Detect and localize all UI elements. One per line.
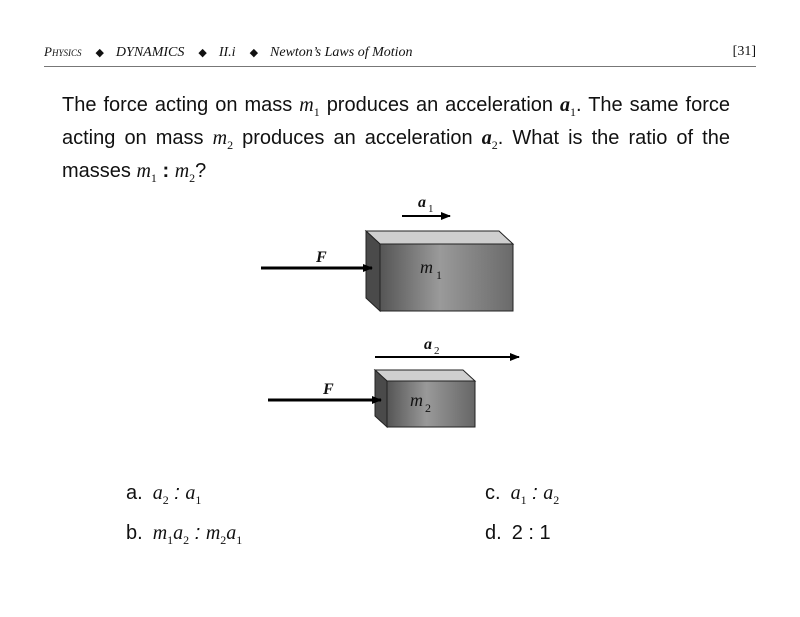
- expr-part: a: [185, 482, 196, 504]
- expr-part: a: [226, 522, 237, 544]
- symbol-m1: m: [299, 94, 314, 116]
- question-text-part: . What is the ratio of the masses: [62, 127, 730, 182]
- force-label-1: F: [315, 249, 327, 266]
- ratio-colon: :: [156, 160, 175, 182]
- choice-letter: a.: [126, 482, 143, 504]
- subscript: 1: [520, 493, 527, 507]
- subscript: 1: [195, 493, 202, 507]
- diamond-separator-icon: ◆: [95, 47, 104, 59]
- diamond-separator-icon: ◆: [198, 47, 207, 59]
- mass-label-m1: m: [420, 257, 433, 277]
- page-number: [31]: [732, 44, 756, 59]
- choice-expression: a1 : a2: [510, 482, 560, 507]
- topic-label: DYNAMICS: [115, 45, 185, 60]
- question-text-part: ?: [195, 160, 207, 182]
- question-text-part: . The same force acting on mass: [62, 94, 730, 149]
- choice-expression: m1a2 : m2a1: [152, 522, 243, 547]
- symbol-a2: a: [481, 127, 492, 149]
- symbol-m2: m: [174, 160, 190, 182]
- subscript: 1: [150, 171, 157, 185]
- expr-part: a: [543, 482, 554, 504]
- question-text-part: The force acting on mass: [62, 94, 300, 116]
- accel-subscript-1: 1: [428, 203, 434, 215]
- choice-d[interactable]: d. 2 : 1: [485, 522, 551, 545]
- subtopic-label: Newton’s Laws of Motion: [270, 45, 413, 60]
- block-m2-top: [373, 369, 477, 382]
- subscript: 2: [220, 533, 227, 547]
- choice-text: 2 : 1: [511, 522, 551, 544]
- expr-part: :: [168, 482, 186, 504]
- choice-letter: d.: [485, 522, 502, 544]
- subscript: 1: [313, 105, 320, 119]
- subscript: 2: [553, 493, 560, 507]
- question-text-part: produces an acceleration: [319, 94, 561, 116]
- expr-part: :: [526, 482, 544, 504]
- diamond-separator-icon: ◆: [249, 47, 259, 59]
- subject-label: Physics: [44, 44, 82, 59]
- choice-b[interactable]: b.m1a2 : m2a1: [126, 522, 242, 548]
- block-m1-front: [379, 243, 514, 312]
- accel-label-a2: a: [424, 336, 432, 353]
- block-m1-side: [365, 229, 381, 313]
- expr-part: :: [189, 522, 206, 544]
- expr-part: a: [173, 522, 184, 544]
- subscript: 1: [236, 533, 243, 547]
- expr-part: m: [152, 522, 168, 544]
- choice-letter: b.: [126, 522, 143, 544]
- block-m2-front: [386, 380, 476, 428]
- question-text: The force acting on mass m1 produces an …: [62, 92, 730, 191]
- mass-subscript-2: 2: [425, 401, 431, 415]
- force-label-2: F: [322, 381, 334, 398]
- page-header: Physics ◆ DYNAMICS ◆ II.i ◆ Newton’s Laws of M…: [44, 44, 756, 66]
- subscript: 1: [570, 105, 577, 119]
- mass-subscript-1: 1: [436, 268, 442, 282]
- choice-a[interactable]: a.a2 : a1: [126, 482, 201, 508]
- block-m1: m 1: [364, 229, 515, 313]
- subscript: 2: [183, 533, 190, 547]
- section-label: II.i: [218, 45, 236, 60]
- choice-letter: c.: [485, 482, 501, 504]
- header-divider: [44, 66, 756, 67]
- block-m2: m 2: [373, 368, 477, 429]
- mass-label-m2: m: [410, 390, 423, 410]
- accel-label-a1: a: [418, 194, 426, 211]
- choice-expression: a2 : a1: [152, 482, 202, 507]
- block-m1-top: [364, 230, 515, 245]
- choice-c[interactable]: c.a1 : a2: [485, 482, 559, 508]
- subscript: 2: [189, 171, 196, 185]
- breadcrumb: Physics ◆ DYNAMICS ◆ II.i ◆ Newton’s Laws of M…: [44, 44, 413, 61]
- question-text-part: produces an acceleration: [233, 127, 482, 149]
- subscript: 1: [167, 533, 174, 547]
- symbol-m1: m: [136, 160, 151, 182]
- subscript: 2: [491, 138, 498, 152]
- expr-part: a: [152, 482, 163, 504]
- symbol-a1: a: [560, 94, 571, 116]
- accel-subscript-2: 2: [434, 345, 440, 357]
- expr-part: a: [510, 482, 521, 504]
- expr-part: m: [205, 522, 221, 544]
- subscript: 2: [227, 138, 234, 152]
- symbol-m2: m: [212, 127, 228, 149]
- subscript: 2: [162, 493, 169, 507]
